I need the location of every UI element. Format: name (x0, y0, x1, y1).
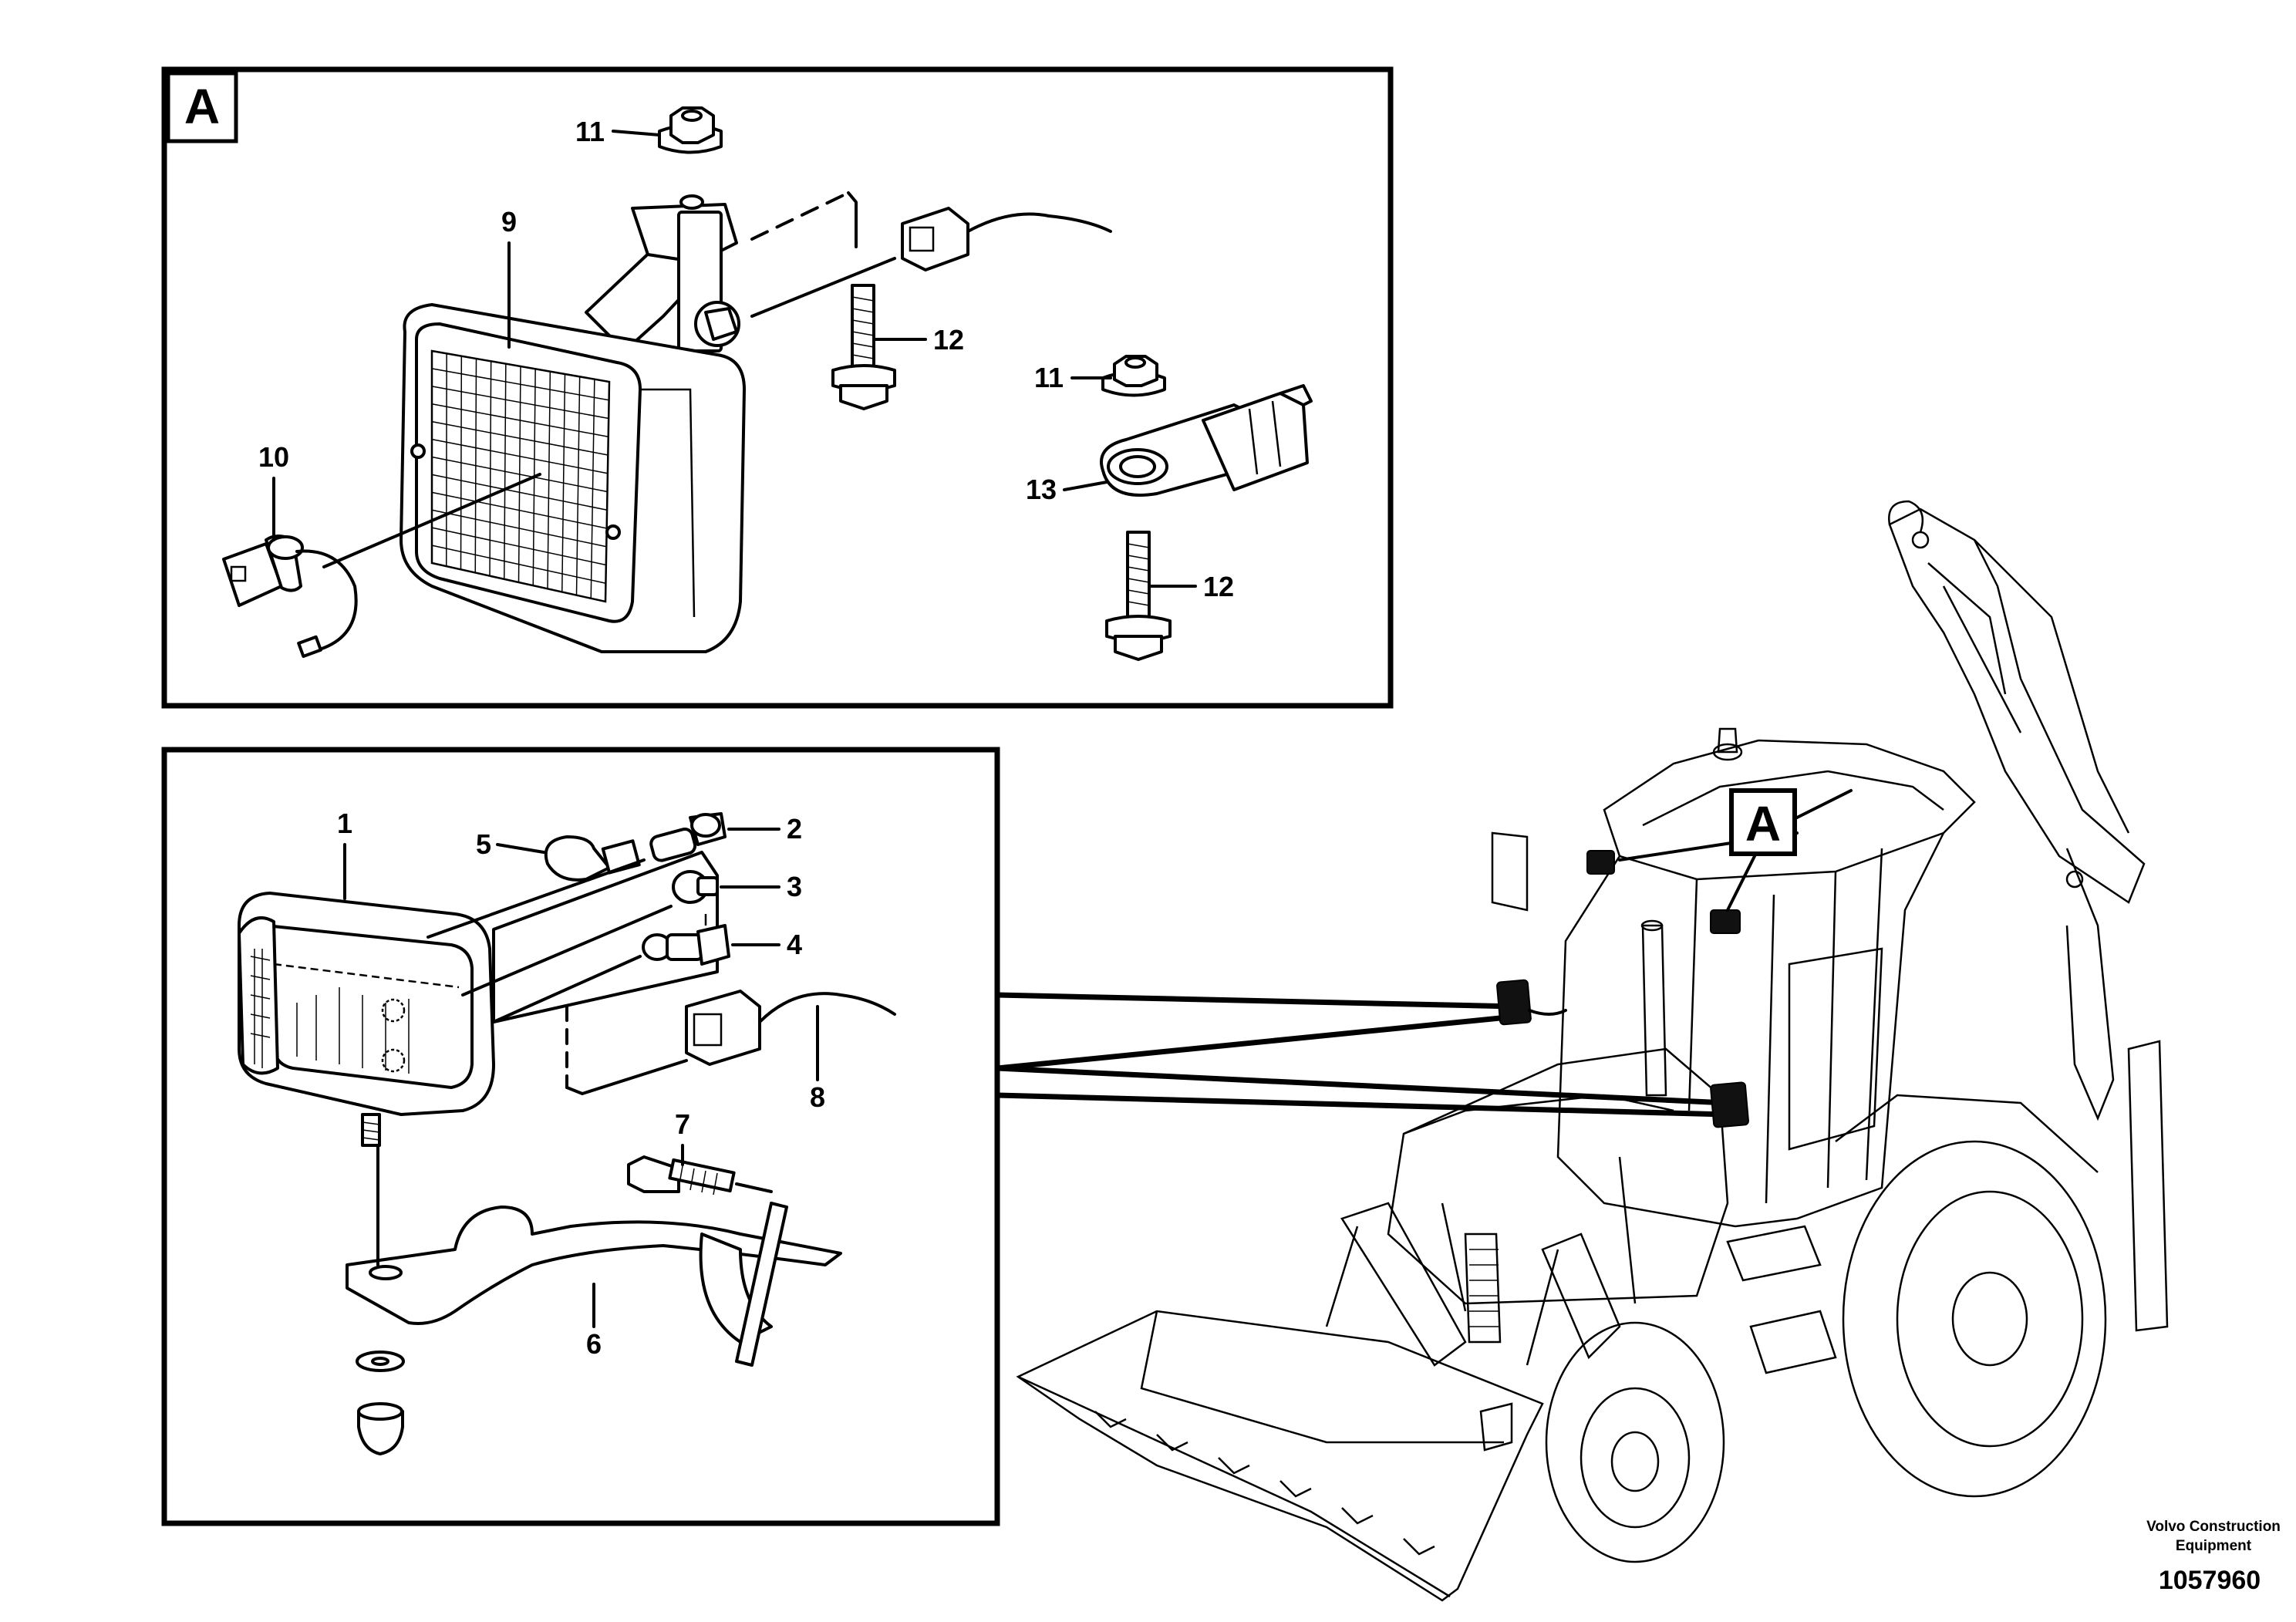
callout-13: 13 (1026, 474, 1057, 505)
bulb-5 (544, 835, 641, 882)
connector-plug-a (901, 207, 1112, 271)
grille-line (431, 562, 606, 602)
backhoe-loader (1016, 500, 2169, 1602)
detail-frame-a: A (161, 66, 1394, 709)
drawing-number: 1057960 (2159, 1566, 2261, 1595)
grille-line (605, 381, 610, 602)
callout-12-right: 12 (1203, 571, 1234, 602)
head-lamp-1 (238, 851, 719, 1147)
callout-3: 3 (787, 871, 802, 902)
callout-4: 4 (787, 929, 802, 960)
connector-plug-8 (685, 990, 896, 1066)
grille-line (431, 545, 606, 584)
callout-8: 8 (810, 1081, 825, 1113)
lamp-grille (431, 350, 610, 602)
bolt-12-right (1105, 531, 1172, 661)
callout-1: 1 (337, 808, 352, 839)
callout-11-top: 11 (575, 116, 605, 147)
callout-9: 9 (501, 206, 517, 238)
callout-5: 5 (476, 828, 491, 860)
callout-10: 10 (258, 441, 289, 473)
detail-label: A (184, 79, 220, 134)
grille-line (590, 379, 595, 599)
callout-12-top: 12 (933, 324, 964, 356)
screw-7 (627, 1155, 736, 1195)
pointer-lines (996, 992, 1727, 1118)
bulb-10 (222, 534, 358, 658)
machine-detail-marker-a: A (1618, 788, 1853, 912)
machine-marker-label: A (1745, 796, 1781, 851)
cap-nut (357, 1402, 404, 1455)
main-frame: 1 2 3 4 5 6 7 8 (161, 747, 1000, 1526)
machine-connector-side (1710, 1081, 1749, 1128)
callout-11-right: 11 (1034, 362, 1064, 393)
lamp-bracket-6 (346, 1202, 842, 1367)
callout-6: 6 (586, 1328, 602, 1360)
company-line-2: Equipment (2176, 1538, 2252, 1554)
machine-connector-front (1496, 979, 1567, 1026)
machine-worklamp-rear (1710, 909, 1741, 934)
washer (356, 1351, 405, 1372)
grille-line (431, 527, 606, 566)
bolt-12-top (831, 284, 896, 410)
callout-7: 7 (675, 1108, 690, 1140)
flange-nut-11-right (1101, 355, 1166, 397)
bulb-2 (649, 812, 727, 862)
company-line-1: Volvo Construction (2146, 1519, 2281, 1535)
footer: Volvo Construction Equipment 1057960 (2146, 1519, 2281, 1595)
flange-nut-11-top (658, 106, 723, 210)
machine-worklamp-front (1586, 850, 1615, 875)
work-lamp-rect (400, 203, 746, 653)
callout-2: 2 (787, 813, 802, 845)
ring-terminal-13 (1100, 384, 1313, 497)
detail-label-box (166, 71, 238, 143)
bulb-3 (672, 870, 719, 904)
bulb-4 (642, 912, 730, 966)
